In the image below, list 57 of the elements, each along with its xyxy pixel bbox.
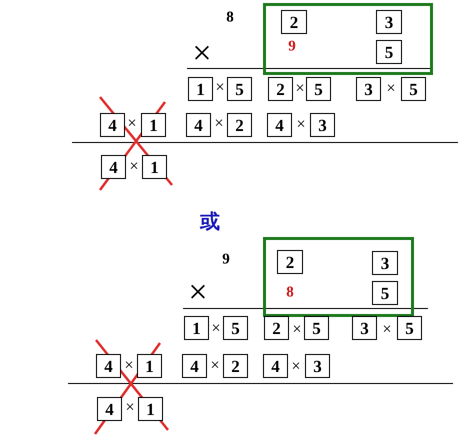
digit-box: 3 xyxy=(310,113,335,137)
digit-box: 2 xyxy=(264,316,289,340)
multiplication-sign: × xyxy=(210,358,220,374)
digit-box: 5 xyxy=(223,316,248,340)
multiplication-sign: × xyxy=(386,81,396,97)
digit-box: 3 xyxy=(376,10,402,34)
digit-label: 8 xyxy=(226,10,234,26)
carry-digit: 9 xyxy=(288,40,296,54)
digit-box: 1 xyxy=(142,155,167,179)
digit-box: 1 xyxy=(141,113,166,137)
digit-box: 3 xyxy=(372,251,398,275)
digit-box: 2 xyxy=(227,113,252,137)
digit-box: 4 xyxy=(182,354,207,378)
digit-box: 4 xyxy=(100,113,125,137)
digit-box: 5 xyxy=(227,77,252,101)
digit-box: 4 xyxy=(101,155,126,179)
multiplication-sign: × xyxy=(188,276,208,310)
multiplication-sign: × xyxy=(211,321,221,337)
connector-word: 或 xyxy=(200,212,220,232)
digit-box: 3 xyxy=(352,316,377,340)
digit-box: 5 xyxy=(397,316,422,340)
highlight-frame xyxy=(263,237,414,317)
digit-box: 2 xyxy=(281,10,307,34)
digit-box: 3 xyxy=(356,77,381,101)
carry-digit: 8 xyxy=(286,286,294,300)
digit-box: 5 xyxy=(306,77,331,101)
digit-box: 4 xyxy=(186,113,211,137)
digit-box: 4 xyxy=(96,354,121,378)
digit-box: 5 xyxy=(376,40,402,64)
digit-box: 4 xyxy=(97,397,122,421)
multiplication-sign: × xyxy=(382,322,392,338)
digit-box: 5 xyxy=(401,77,426,101)
highlight-frame xyxy=(263,3,433,75)
digit-box: 2 xyxy=(223,354,248,378)
digit-label: 9 xyxy=(222,252,230,268)
multiplication-sign: × xyxy=(296,117,306,133)
multiplication-sign: × xyxy=(214,116,224,132)
digit-box: 5 xyxy=(372,281,398,305)
digit-box: 1 xyxy=(184,316,209,340)
digit-box: 1 xyxy=(137,354,162,378)
digit-box: 5 xyxy=(304,316,329,340)
digit-box: 1 xyxy=(138,397,163,421)
multiplication-sign: × xyxy=(129,159,139,175)
multiplication-sign: × xyxy=(127,116,137,132)
digit-box: 4 xyxy=(267,113,292,137)
multiplication-sign: × xyxy=(292,322,302,338)
digit-box: 1 xyxy=(188,77,213,101)
digit-box: 4 xyxy=(263,354,288,378)
multiplication-sign: × xyxy=(125,400,135,416)
multiplication-sign: × xyxy=(291,359,301,375)
digit-box: 2 xyxy=(277,250,303,274)
digit-box: 2 xyxy=(268,77,293,101)
multiplication-sign: × xyxy=(215,80,225,96)
multiplication-sign: × xyxy=(192,37,212,71)
multiplication-sign: × xyxy=(124,358,134,374)
digit-box: 3 xyxy=(305,354,330,378)
multiplication-sign: × xyxy=(295,81,305,97)
